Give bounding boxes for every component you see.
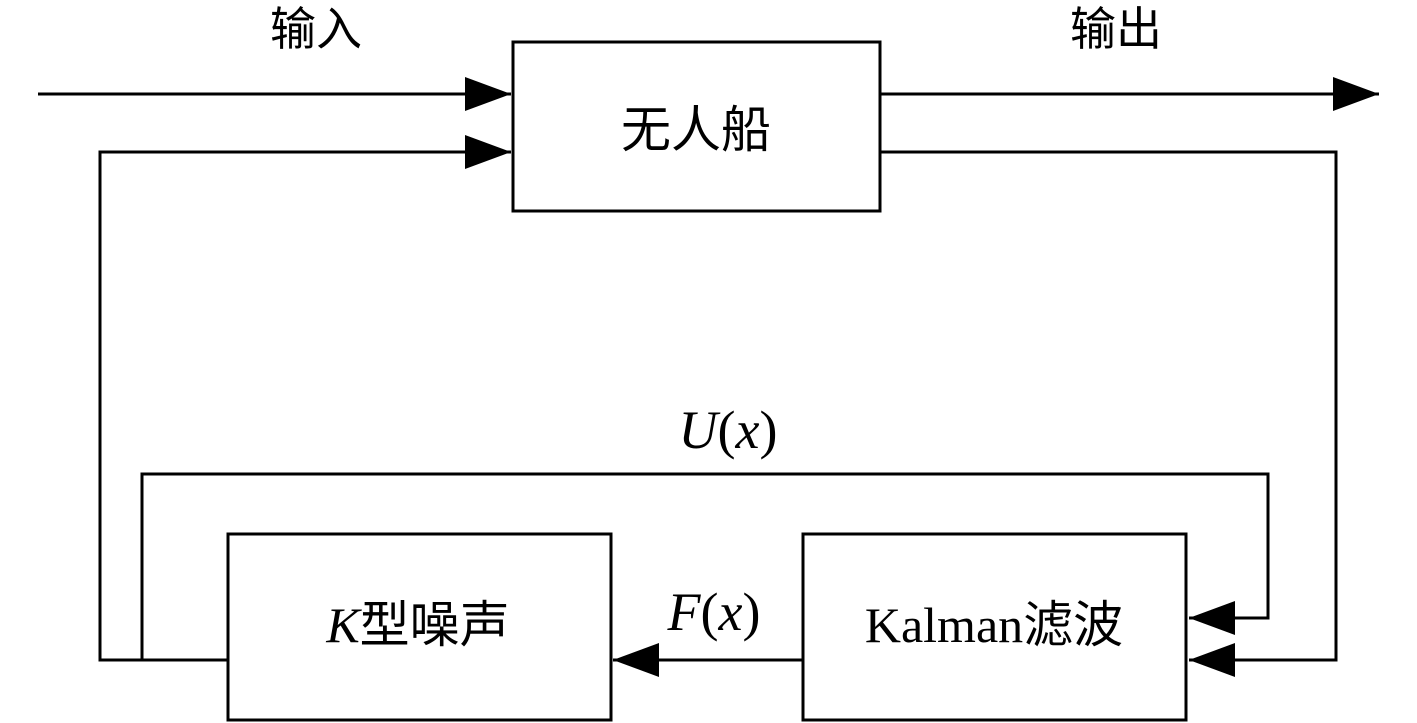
k-noise-block <box>226 532 613 722</box>
k-noise-block-label: K型噪声 <box>325 596 509 654</box>
k-noise-label-k: K <box>325 597 362 653</box>
kalman-block-label: Kalman滤波 <box>865 596 1123 654</box>
ux-signal-line <box>140 472 1270 660</box>
ux-label-open: ( <box>718 400 736 460</box>
blocks <box>226 40 1188 722</box>
text-labels: 输入 输出 无人船 U(x) F(x) K型噪声 Kalman滤波 <box>270 2 1162 654</box>
ux-label: U(x) <box>679 400 778 460</box>
connections <box>38 77 1379 677</box>
kalman-filter-block <box>801 532 1188 722</box>
usv-to-kalman-feedback <box>880 150 1338 677</box>
ux-label-x: x <box>735 400 760 460</box>
kalman-label-cn: 滤波 <box>1023 596 1123 654</box>
ux-label-u: U <box>679 400 721 460</box>
noise-to-usv-feedback <box>98 135 511 662</box>
ux-label-close: ) <box>759 400 777 460</box>
fx-label-x: x <box>718 582 743 642</box>
fx-label-f: F <box>667 582 702 642</box>
usv-block-label: 无人船 <box>621 101 771 159</box>
output-label: 输出 <box>1070 2 1162 56</box>
fx-label: F(x) <box>667 582 761 642</box>
kalman-label-latin: Kalman <box>865 597 1023 653</box>
input-label: 输入 <box>270 2 362 56</box>
fx-label-close: ) <box>742 582 760 642</box>
fx-label-open: ( <box>701 582 719 642</box>
k-noise-label-rest: 型噪声 <box>360 596 510 654</box>
usv-block <box>511 40 882 213</box>
